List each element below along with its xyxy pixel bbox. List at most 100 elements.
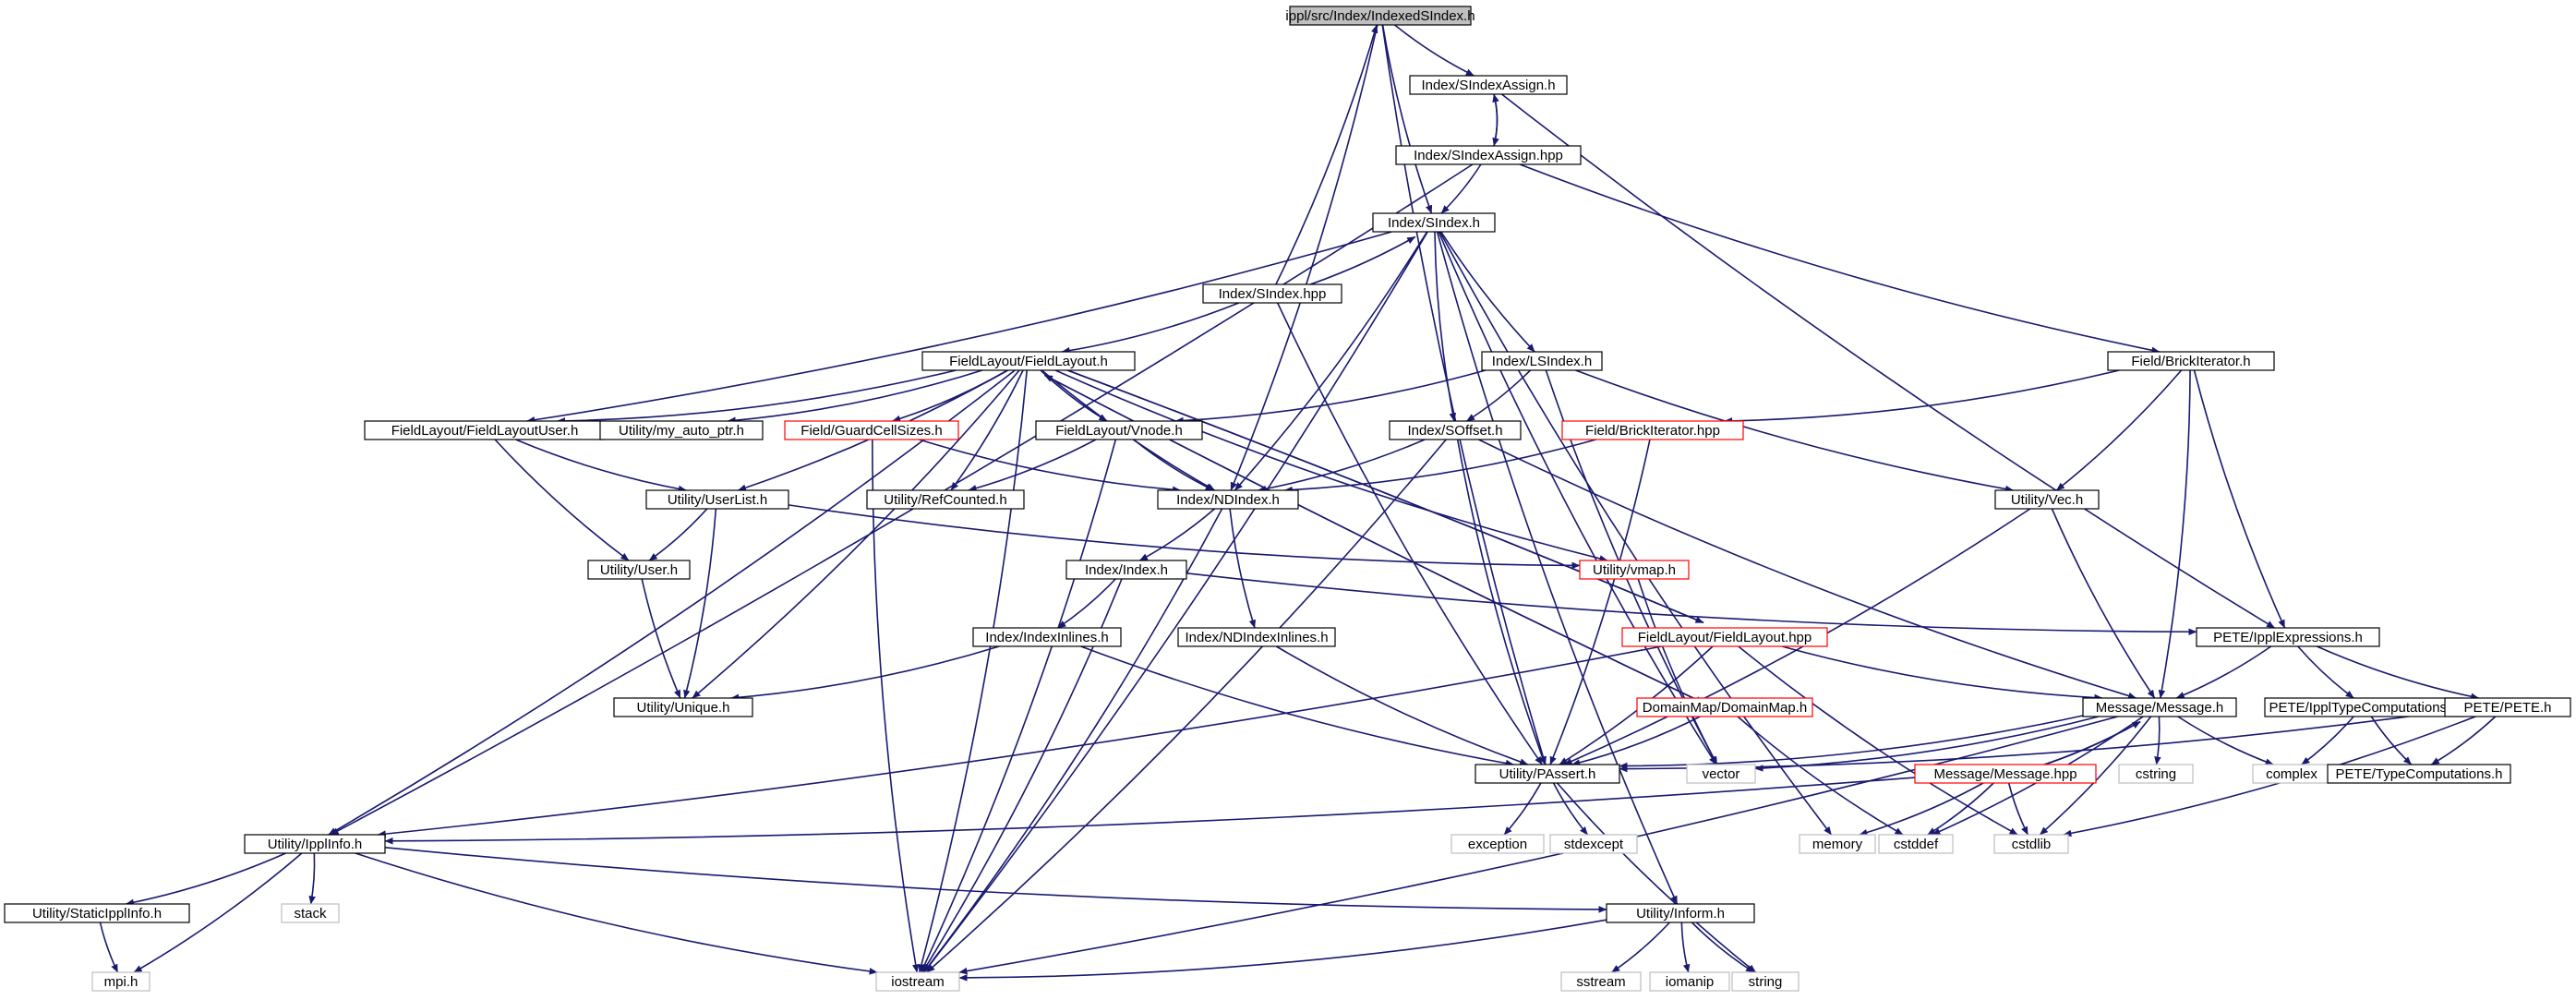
edge-utility-ipplinfo-h-to-utility-staticipplinfo-h [126, 852, 286, 907]
node-box [2444, 697, 2571, 717]
edge-domainmap-domainmap-h-to-utility-passert-h [1571, 716, 1701, 766]
node-message-message-h[interactable]: Message/Message.h [2082, 697, 2237, 717]
node-utility-my-auto-ptr-h[interactable]: Utility/my_auto_ptr.h [599, 420, 764, 440]
edge-field-guardcellsizes-h-to-iostream [872, 439, 920, 973]
node-utility-userlist-h[interactable]: Utility/UserList.h [645, 489, 789, 510]
node-box [1157, 489, 1299, 510]
node-index-soffset-h[interactable]: Index/SOffset.h [1389, 420, 1522, 440]
edge-pete-pete-h-to-pete-typecomputations-h [2430, 716, 2497, 765]
edge-index-sindex-h-to-memory [1438, 231, 1833, 836]
edge-message-message-hpp-to-cstdlib [2007, 782, 2029, 836]
node-utility-unique-h[interactable]: Utility/Unique.h [613, 697, 753, 717]
edge-index-index-h-to-pete-ipplexpressions-h [1186, 572, 2197, 636]
node-label: Field/BrickIterator.hpp [1585, 423, 1720, 439]
node-complex: complex [2252, 764, 2331, 784]
edge-index-sindexassign-h-to-pete-ipplexpressions-h [1500, 93, 2275, 629]
node-index-ndindex-h[interactable]: Index/NDIndex.h [1157, 489, 1299, 510]
node-domainmap-domainmap-h[interactable]: DomainMap/DomainMap.h [1636, 697, 1813, 717]
node-index-sindex-hpp[interactable]: Index/SIndex.hpp [1202, 283, 1342, 304]
node-index-sindexassign-h[interactable]: Index/SIndexAssign.h [1409, 75, 1568, 95]
edge-index-sindex-hpp-to-ippl-src-index-indexedsindex-h [1275, 24, 1378, 285]
node-fieldlayout-fieldlayout-hpp[interactable]: FieldLayout/FieldLayout.hpp [1621, 627, 1828, 647]
edge-field-brickiterator-h-to-message-message-h [2158, 369, 2191, 699]
edge-message-message-hpp-to-utility-ipplinfo-h [384, 777, 1916, 845]
edge-field-guardcellsizes-h-to-index-ndindex-h [919, 439, 1181, 494]
node-box [1289, 6, 1472, 26]
node-box [1475, 764, 1620, 784]
node-pete-typecomputations-h[interactable]: PETE/TypeComputations.h [2327, 764, 2511, 784]
node-label: Utility/StaticIpplInfo.h [32, 906, 162, 922]
node-box [1451, 834, 1545, 854]
edge-utility-ipplinfo-h-to-stack [308, 852, 316, 905]
node-index-sindex-h[interactable]: Index/SIndex.h [1372, 212, 1496, 233]
edge-index-soffset-h-to-message-message-h [1478, 439, 2137, 700]
edge-index-indexinlines-h-to-utility-passert-h [1080, 645, 1514, 767]
node-utility-vmap-h[interactable]: Utility/vmap.h [1579, 560, 1690, 580]
edge-message-message-h-to-utility-passert-h [1619, 715, 2084, 770]
edge-fieldlayout-fieldlayout-h-to-utility-refcounted-h [950, 369, 1024, 491]
node-fieldlayout-fieldlayout-h[interactable]: FieldLayout/FieldLayout.h [921, 351, 1136, 371]
node-box [1549, 834, 1638, 854]
edge-fieldlayout-fieldlayoutuser-h-to-utility-user-h [494, 439, 630, 561]
node-utility-vec-h[interactable]: Utility/Vec.h [1994, 489, 2100, 510]
edge-pete-ipplexpressions-h-to-pete-pete-h [2316, 645, 2480, 700]
node-pete-pete-h[interactable]: PETE/PETE.h [2444, 697, 2571, 717]
node-box [866, 489, 1025, 510]
edge-utility-ipplinfo-h-to-iostream [355, 852, 878, 975]
node-field-guardcellsizes-h[interactable]: Field/GuardCellSizes.h [784, 420, 959, 440]
node-index-indexinlines-h[interactable]: Index/IndexInlines.h [972, 627, 1122, 647]
node-index-lsindex-h[interactable]: Index/LSIndex.h [1481, 351, 1603, 371]
edge-index-lsindex-h-to-utility-vec-h [1575, 369, 2014, 493]
node-fieldlayout-fieldlayoutuser-h[interactable]: FieldLayout/FieldLayoutUser.h [364, 420, 606, 440]
node-box [1395, 145, 1582, 165]
edge-utility-userlist-h-to-utility-vmap-h [788, 504, 1581, 570]
edge-index-sindex-h-to-vector [1438, 231, 1717, 765]
edge-field-brickiterator-h-to-utility-vec-h [2055, 369, 2183, 491]
node-label: iostream [891, 974, 945, 990]
node-exception: exception [1451, 834, 1545, 854]
node-label: string [1749, 974, 1783, 990]
node-utility-passert-h[interactable]: Utility/PAssert.h [1475, 764, 1620, 784]
node-label: Index/NDIndex.h [1176, 492, 1280, 508]
node-box [1731, 971, 1800, 992]
edge-utility-vec-h-to-message-message-h [2051, 508, 2156, 699]
node-label: PETE/IpplExpressions.h [2213, 630, 2363, 645]
node-field-brickiterator-hpp[interactable]: Field/BrickIterator.hpp [1561, 420, 1744, 440]
node-label: cstdlib [2012, 837, 2052, 852]
edge-message-message-hpp-to-memory [1859, 782, 1984, 837]
node-ippl-src-index-indexedsindex-h[interactable]: ippl/src/Index/IndexedSIndex.h [1285, 6, 1475, 26]
node-box [244, 834, 386, 854]
node-utility-refcounted-h[interactable]: Utility/RefCounted.h [866, 489, 1025, 510]
node-label: Index/Index.h [1085, 562, 1168, 578]
node-box [2327, 764, 2511, 784]
node-box [1649, 971, 1730, 992]
edge-field-brickiterator-hpp-to-index-ndindex-h [1283, 439, 1596, 494]
node-label: complex [2266, 766, 2317, 782]
edge-pete-ippltypecomputations-h-to-pete-typecomputations-h [2370, 716, 2413, 765]
edge-fieldlayout-fieldlayout-hpp-to-message-message-h [1781, 645, 2103, 702]
edge-fieldlayout-fieldlayout-h-to-fieldlayout-fieldlayoutuser-h [557, 369, 957, 425]
node-index-ndindexinlines-h[interactable]: Index/NDIndexInlines.h [1177, 627, 1336, 647]
edge-utility-user-h-to-utility-unique-h [641, 578, 681, 699]
node-pete-ippltypecomputations-h[interactable]: PETE/IpplTypeComputations.h [2264, 697, 2463, 717]
edge-fieldlayout-fieldlayoutuser-h-to-utility-userlist-h [515, 439, 687, 493]
node-utility-inform-h[interactable]: Utility/Inform.h [1606, 903, 1755, 923]
node-index-sindexassign-hpp[interactable]: Index/SIndexAssign.hpp [1395, 145, 1582, 165]
edge-index-sindex-h-to-index-ndindex-h [1234, 231, 1428, 491]
node-label: Utility/Inform.h [1636, 906, 1725, 922]
edge-index-ndindex-h-to-index-ndindexinlines-h [1229, 508, 1257, 629]
node-box [1878, 834, 1954, 854]
node-box [613, 697, 753, 717]
edge-utility-inform-h-to-iomanip [1680, 922, 1691, 973]
node-utility-user-h[interactable]: Utility/User.h [587, 560, 691, 580]
node-utility-staticipplinfo-h[interactable]: Utility/StaticIpplInfo.h [4, 903, 190, 923]
node-box [1606, 903, 1755, 923]
node-message-message-hpp[interactable]: Message/Message.hpp [1914, 764, 2097, 784]
node-memory: memory [1799, 834, 1876, 854]
node-utility-ipplinfo-h[interactable]: Utility/IpplInfo.h [244, 834, 386, 854]
node-fieldlayout-vnode-h[interactable]: FieldLayout/Vnode.h [1035, 420, 1203, 440]
node-field-brickiterator-h[interactable]: Field/BrickIterator.h [2107, 351, 2275, 371]
node-index-index-h[interactable]: Index/Index.h [1065, 560, 1187, 580]
node-box [2107, 351, 2275, 371]
node-pete-ipplexpressions-h[interactable]: PETE/IpplExpressions.h [2196, 627, 2380, 647]
